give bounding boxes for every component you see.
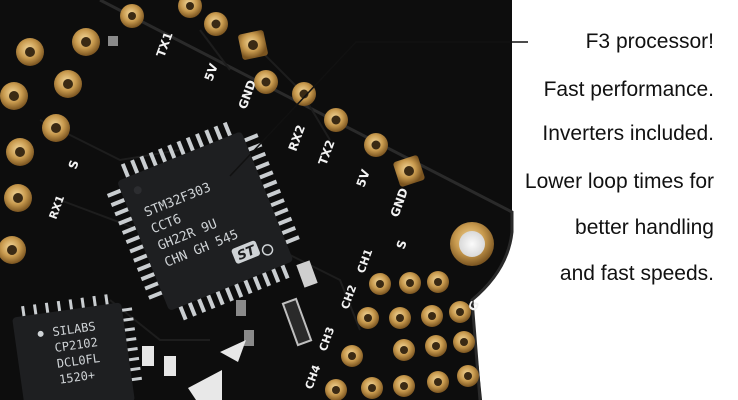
caption-f3-processor: F3 processor!: [585, 30, 714, 53]
callout-leader-line: [229, 41, 528, 177]
silk-5v: 5V: [202, 61, 221, 83]
header-pads-uart1: [204, 12, 316, 106]
usb-chip-marking: SILABS: [52, 319, 97, 339]
mcu-pins: [106, 121, 300, 321]
caption-lower-loop-times: Lower loop times for: [524, 170, 714, 193]
silk-arrow: [220, 340, 246, 362]
pad-matrix-top-left: [0, 0, 202, 264]
silk-g: G: [466, 299, 483, 313]
caption-fast-speeds: and fast speeds.: [559, 262, 714, 285]
pcb-edge: [99, 0, 514, 400]
usb-uart-chip: SILABS CP2102 DCL0FL 1520+: [12, 294, 143, 400]
usb-chip-marking: 1520+: [58, 368, 96, 387]
f3-processor-chip: STM32F303 CCT6 GH22R 9U CHN GH 545 ST: [106, 121, 300, 321]
caption-fast-performance: Fast performance.: [543, 78, 714, 101]
svg-text:ST: ST: [235, 243, 259, 264]
st-logo: ST: [231, 240, 260, 264]
caption-better-handling: better handling: [575, 216, 714, 239]
silk-arrow: [188, 370, 222, 400]
mounting-hole: [450, 222, 494, 266]
receiver-pads: [325, 271, 479, 400]
usb-chip-marking: CP2102: [54, 335, 99, 355]
usb-chip-marking: DCL0FL: [56, 351, 101, 371]
header-pads-uart2: [324, 108, 425, 187]
caption-inverters-included: Inverters included.: [542, 122, 714, 145]
silk-5v: 5V: [354, 167, 373, 189]
